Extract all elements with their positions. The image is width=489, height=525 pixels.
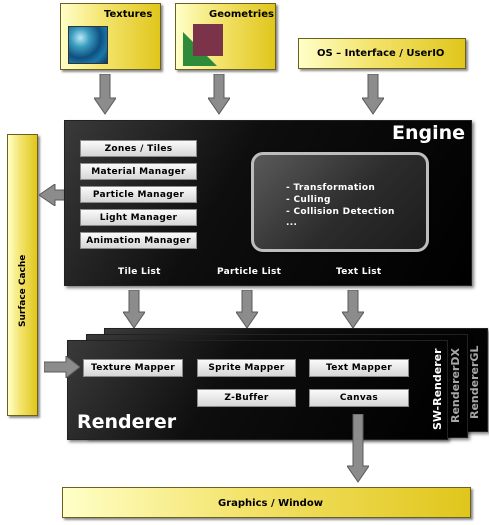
- geometry-shapes-icon: [183, 24, 223, 66]
- engine-block: Engine Zones / Tiles Material Manager Pa…: [64, 120, 472, 286]
- graphics-window-label: Graphics / Window: [218, 498, 323, 509]
- feature-transformation: - Transformation: [286, 183, 376, 193]
- arrow-engine-to-surface-cache: [39, 184, 67, 206]
- light-manager-module: Light Manager: [80, 209, 197, 226]
- arrow-tile-list-to-renderer: [123, 290, 145, 329]
- engine-title: Engine: [391, 122, 465, 144]
- arrow-canvas-to-graphics-window: [347, 414, 369, 483]
- arrow-textures-to-engine: [94, 74, 116, 115]
- feature-more: ...: [286, 218, 298, 228]
- graphics-window-box: Graphics / Window: [62, 487, 471, 518]
- surface-cache-label: Surface Cache: [18, 254, 28, 327]
- animation-manager-module: Animation Manager: [80, 232, 197, 249]
- particle-manager-module: Particle Manager: [80, 186, 197, 203]
- feature-culling: - Culling: [286, 195, 331, 205]
- renderer-title: Renderer: [77, 411, 177, 433]
- water-texture-image: [68, 26, 108, 64]
- arrow-surface-cache-to-renderer: [44, 356, 80, 378]
- text-mapper-module: Text Mapper: [309, 359, 409, 377]
- tile-list-label: Tile List: [118, 267, 161, 277]
- canvas-module: Canvas: [309, 389, 409, 407]
- text-list-label: Text List: [336, 267, 382, 277]
- arrow-geometries-to-engine: [208, 74, 230, 115]
- zones-tiles-module: Zones / Tiles: [80, 140, 197, 157]
- sw-renderer-label: SW-Renderer: [431, 348, 444, 430]
- renderer-dx-label: RendererDX: [449, 347, 462, 423]
- renderer-block: Texture Mapper Sprite Mapper Text Mapper…: [67, 340, 448, 440]
- geometries-box: Geometries: [175, 3, 276, 70]
- z-buffer-module: Z-Buffer: [197, 389, 296, 407]
- os-interface-label: OS – Interface / UserIO: [317, 48, 445, 59]
- arrow-particle-list-to-renderer: [236, 290, 258, 329]
- geometries-label: Geometries: [209, 9, 274, 20]
- renderer-gl-label: RendererGL: [468, 345, 481, 419]
- textures-box: Textures: [60, 3, 161, 70]
- texture-mapper-module: Texture Mapper: [83, 359, 183, 377]
- material-manager-module: Material Manager: [80, 163, 197, 180]
- textures-label: Textures: [104, 9, 153, 20]
- surface-cache-box: Surface Cache: [7, 134, 38, 416]
- arrow-text-list-to-renderer: [342, 290, 364, 329]
- particle-list-label: Particle List: [217, 267, 282, 277]
- arrow-os-to-engine: [362, 74, 384, 115]
- os-interface-box: OS – Interface / UserIO: [298, 38, 466, 69]
- transform-features-box: - Transformation - Culling - Collision D…: [251, 152, 429, 252]
- sprite-mapper-module: Sprite Mapper: [197, 359, 296, 377]
- feature-collision-detection: - Collision Detection: [286, 207, 395, 217]
